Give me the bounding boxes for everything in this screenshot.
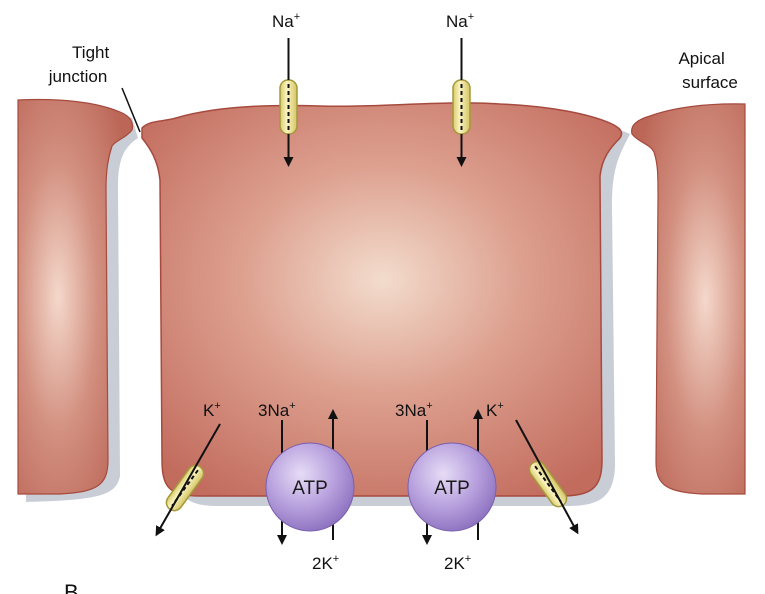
tight-junction-label: Tight junction [48,43,114,86]
na-k-atpase-pump-right [407,442,497,532]
three-na-label-left: 3Na+ [258,400,296,420]
left-neighbor-cell [17,98,134,495]
three-na-label-right: 3Na+ [395,400,433,420]
na-label-left: Na+ [272,11,300,31]
two-k-label-right: 2K+ [444,553,471,573]
apical-na-channel-left [279,79,298,135]
apical-na-channel-right [452,79,471,135]
na-label-right: Na+ [446,11,474,31]
right-neighbor-cell [631,103,746,495]
tight-junction-pointer [121,87,141,133]
k-label-right: K+ [486,400,504,420]
atp-label-right: ATP [434,478,470,499]
atp-label-left: ATP [292,478,328,499]
apical-surface-label: Apical surface [678,49,737,92]
two-k-label-left: 2K+ [312,553,339,573]
k-label-left: K+ [203,400,221,420]
panel-letter: B [64,580,79,594]
k-efflux-arrow-right [515,419,579,535]
central-epithelial-cell [141,102,623,497]
k-efflux-arrow-left [155,423,221,537]
na-k-atpase-pump-left [265,442,355,532]
